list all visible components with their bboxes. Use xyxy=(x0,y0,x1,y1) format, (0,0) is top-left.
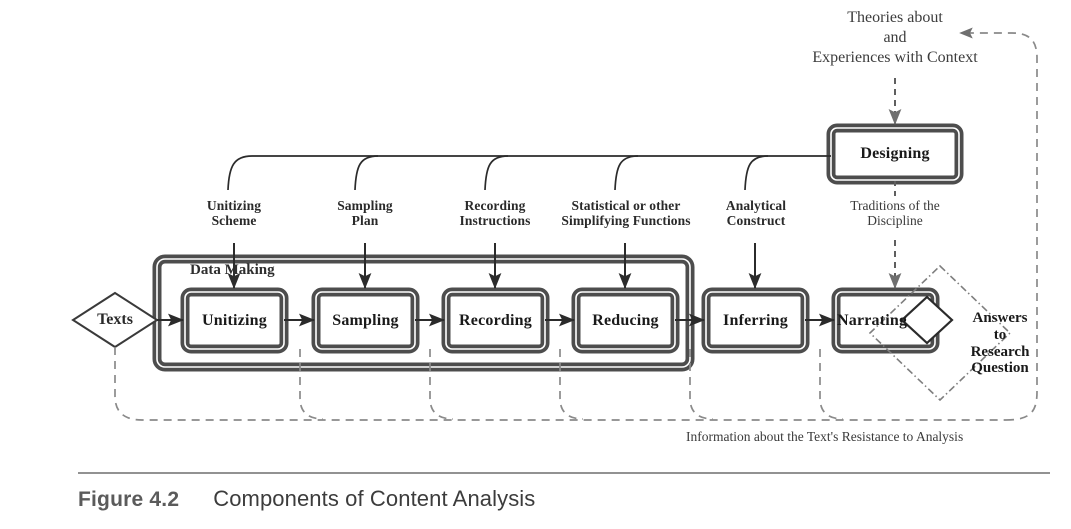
input-label-line: Analytical xyxy=(725,198,787,213)
box-inferring[interactable]: Inferring xyxy=(723,311,788,329)
answers-line-1: Answers xyxy=(972,310,1028,326)
input-label-recording-instructions: Recording Instructions xyxy=(430,198,560,228)
input-label-line: Traditions of the xyxy=(850,198,940,213)
return-to-context-arrow xyxy=(959,27,1038,421)
context-line-1: Theories about xyxy=(847,9,943,26)
resistance-feedback-lines xyxy=(114,347,1006,421)
box-reducing[interactable]: Reducing xyxy=(592,311,659,329)
input-label-line: Recording xyxy=(464,198,526,213)
data-making-label: Data Making xyxy=(190,262,275,278)
answers-line-3: Research xyxy=(970,343,1030,360)
box-unitizing[interactable]: Unitizing xyxy=(202,311,267,329)
top-context-label: Theories about and Experiences with Cont… xyxy=(775,8,1015,68)
input-label-line: Plan xyxy=(351,212,379,228)
box-sampling[interactable]: Sampling xyxy=(332,311,399,329)
figure-caption: Figure 4.2 Components of Content Analysis xyxy=(78,486,978,512)
feedback-label: Information about the Text's Resistance … xyxy=(686,429,964,444)
answers-line-4: Question xyxy=(971,360,1029,377)
input-label-line: Sampling xyxy=(337,198,393,213)
box-recording[interactable]: Recording xyxy=(459,311,532,329)
input-label-analytical-construct: Analytical Construct xyxy=(697,198,815,228)
node-texts[interactable]: Texts xyxy=(97,311,133,328)
input-label-line: Unitizing xyxy=(206,198,262,213)
node-answers-to-research-question: Answers to Research Question xyxy=(952,310,1048,377)
input-arrows xyxy=(227,243,762,289)
designing-distribution-rail xyxy=(227,155,831,191)
figure-title: Components of Content Analysis xyxy=(213,486,536,511)
box-narrating[interactable]: Narrating xyxy=(837,311,908,329)
context-line-2: and xyxy=(883,29,907,46)
input-label-unitizing-scheme: Unitizing Scheme xyxy=(174,198,294,228)
input-label-traditions-of-the-discipline: Traditions of the Discipline xyxy=(826,198,964,228)
input-label-line: Construct xyxy=(726,212,786,228)
answers-small-diamond xyxy=(900,295,954,345)
context-line-3: Experiences with Context xyxy=(812,49,978,66)
input-label-line: Simplifying Functions xyxy=(561,212,691,228)
input-label-line: Statistical or other xyxy=(571,198,681,213)
input-label-line: Scheme xyxy=(211,212,257,228)
box-designing[interactable]: Designing xyxy=(860,145,930,162)
input-label-simplifying-functions: Statistical or other Simplifying Functio… xyxy=(543,198,709,228)
input-label-line: Instructions xyxy=(459,212,531,228)
answers-line-2: to xyxy=(993,326,1007,343)
figure-number: Figure 4.2 xyxy=(78,488,180,511)
input-label-line: Discipline xyxy=(867,212,923,228)
answers-diamond-outline xyxy=(868,264,1012,402)
input-label-sampling-plan: Sampling Plan xyxy=(305,198,425,228)
